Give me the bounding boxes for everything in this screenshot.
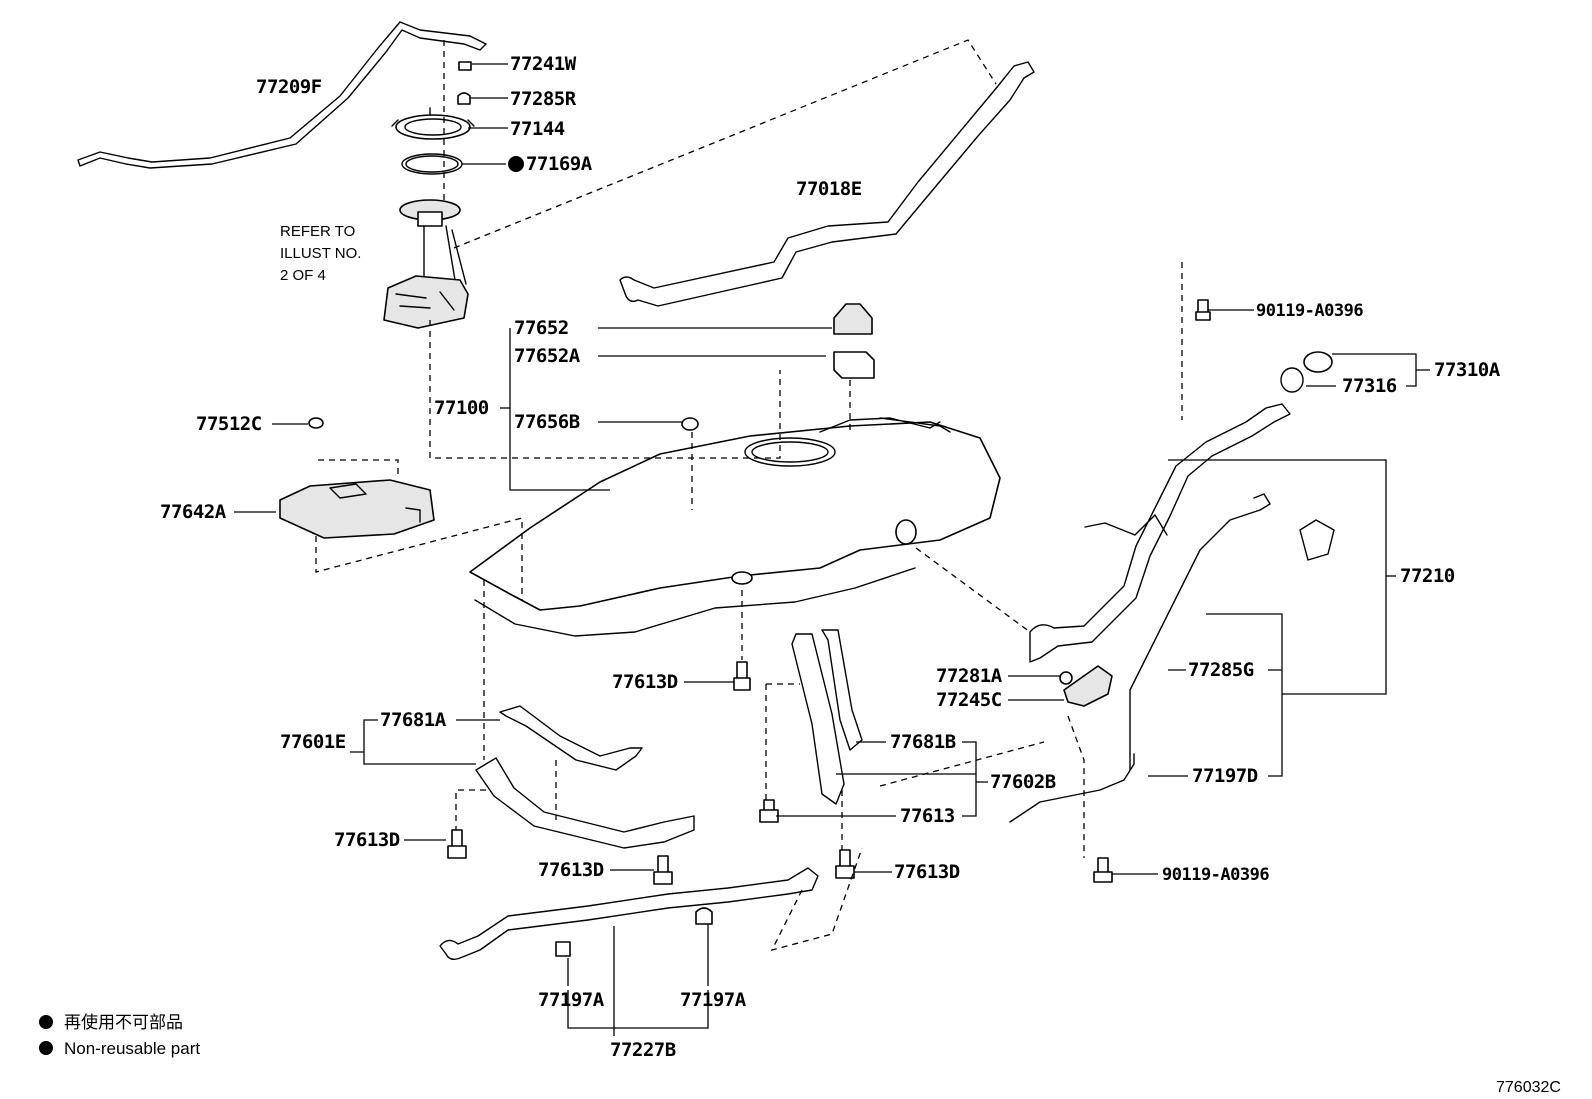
label-77310A: 77310A [1434,359,1501,381]
label-77285R: 77285R [510,88,577,110]
part-77652-bracket [833,303,873,335]
label-77197A-a: 77197A [538,989,605,1011]
refer-note: REFER TO ILLUST NO. 2 OF 4 [280,223,361,284]
label-77656B: 77656B [514,411,580,433]
legend-bullet-icon [39,1015,53,1029]
label-77601E: 77601E [280,731,346,753]
legend-english: Non-reusable part [64,1039,200,1058]
part-77316-o-ring [1280,367,1304,393]
label-77681A: 77681A [380,709,447,731]
part-77018E-fuel-tube [619,61,1035,307]
part-77100-fuel-pump-assembly [383,199,469,329]
label-77210: 77210 [1400,565,1455,587]
label-77245C: 77245C [936,689,1002,711]
part-fuel-tank [469,417,1001,637]
label-77197D: 77197D [1192,765,1258,787]
label-77169A: 77169A [526,153,593,175]
label-77100: 77100 [434,397,489,419]
label-77681B: 77681B [890,731,956,753]
label-77613D-d: 77613D [894,861,960,883]
label-77613: 77613 [900,805,955,827]
label-77642A: 77642A [160,501,227,523]
non-reusable-marker-77169A [508,156,524,172]
part-77602B-77681B-band [791,629,863,805]
label-77652A: 77652A [514,345,581,367]
label-77209F: 77209F [256,76,322,98]
part-77281A-77245C-bracket [1059,665,1113,707]
part-77656B-grommet [681,417,699,431]
label-77285G: 77285G [1188,659,1254,681]
part-77285R-clip [457,92,471,105]
legend: 再使用不可部品 Non-reusable part [39,1012,200,1058]
label-77281A: 77281A [936,665,1003,687]
label-77316: 77316 [1342,375,1397,397]
label-77652: 77652 [514,317,569,339]
label-77144: 77144 [510,118,565,140]
label-77018E: 77018E [796,178,862,200]
part-77210-filler-pipe [1009,403,1335,823]
part-90119-bolts [1093,299,1211,883]
part-77227B-fuel-tube [439,867,819,961]
legend-bullet-icon [39,1041,53,1055]
label-90119-bottom: 90119-A0396 [1162,865,1269,885]
label-77227B: 77227B [610,1039,676,1061]
label-77613D-a: 77613D [612,671,678,693]
reference-lines [315,39,1183,951]
part-77169A-gasket [401,153,463,175]
part-77512C-cap [308,417,324,429]
label-77613D-b: 77613D [334,829,400,851]
diagram-code: 776032C [1496,1079,1561,1096]
part-77209F-fuel-tube [77,21,487,169]
label-77197A-b: 77197A [680,989,747,1011]
label-77613D-c: 77613D [538,859,604,881]
label-90119-top: 90119-A0396 [1256,301,1363,321]
part-77613D-bolts [447,661,855,885]
label-77241W: 77241W [510,53,577,75]
label-77512C: 77512C [196,413,262,435]
part-77652A-pad [833,351,875,379]
part-77241W-screw [458,61,472,71]
legend-japanese: 再使用不可部品 [64,1012,183,1032]
part-77601E-77681A-band [475,705,695,849]
leader-lines [234,63,1430,1036]
refer-note-line-3: 2 OF 4 [280,267,326,284]
part-77144-retainer-ring [391,107,475,140]
part-labels: 77209F 77241W 77285R 77144 77169A 77018E… [160,53,1501,1061]
part-77310A-fuel-cap [1303,351,1333,373]
refer-note-line-1: REFER TO [280,223,355,240]
refer-note-line-2: ILLUST NO. [280,245,361,262]
part-77642A-protector [279,479,435,539]
label-77602B: 77602B [990,771,1056,793]
